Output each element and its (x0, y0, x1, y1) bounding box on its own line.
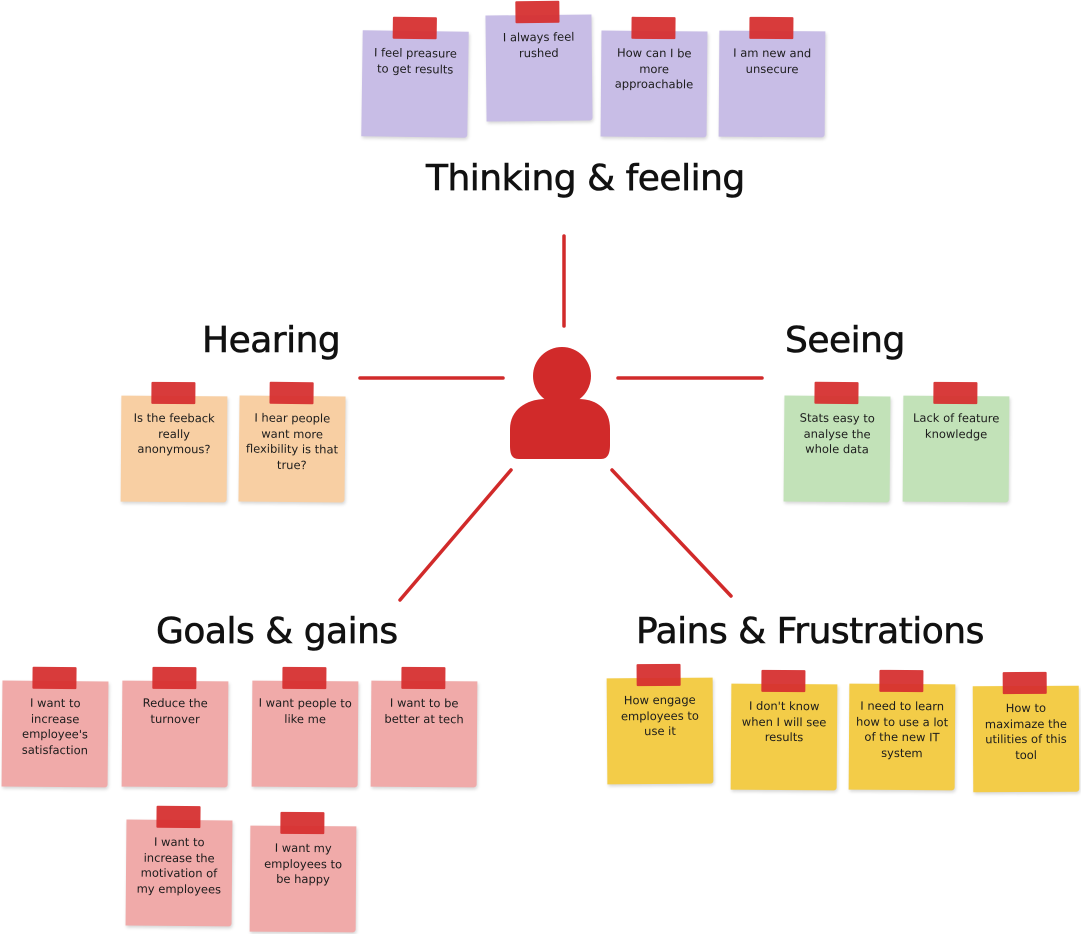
tape (814, 381, 859, 405)
tape (401, 666, 446, 690)
sticky-note-seeing-2[interactable]: Lack of feature knowledge (902, 381, 1010, 503)
heading-hearing: Hearing (202, 320, 341, 362)
tape (280, 811, 325, 835)
heading-pains-frustrations: Pains & Frustrations (636, 611, 985, 653)
tape (515, 0, 560, 24)
sticky-note-pains-4[interactable]: How to maximaze the utilities of this to… (972, 671, 1080, 793)
user-icon (510, 347, 610, 459)
sticky-note-pains-3[interactable]: I need to learn how to use a lot of the … (848, 669, 956, 791)
tape (269, 381, 314, 405)
note-text: I want my employees to be happy (264, 840, 343, 887)
sticky-note-goals-2[interactable]: Reduce the turnover (121, 666, 229, 788)
tape (933, 381, 978, 405)
sticky-note-hearing-2[interactable]: I hear people want more flexibility is t… (238, 381, 346, 503)
tape (32, 666, 77, 690)
sticky-note-pains-2[interactable]: I don't know when I will see results (730, 669, 838, 791)
tape (636, 663, 681, 687)
sticky-note-goals-4[interactable]: I want to be better at tech (370, 666, 478, 788)
note-text: I always feel rushed (502, 29, 575, 60)
note-text: I want to increase the motivation of my … (136, 834, 222, 896)
note-text: Lack of feature knowledge (912, 410, 1000, 441)
tape (879, 669, 924, 693)
connector-goals (398, 468, 513, 602)
note-text: How engage employees to use it (620, 692, 699, 739)
note-text: Reduce the turnover (142, 695, 208, 726)
heading-goals-gains: Goals & gains (156, 611, 399, 653)
tape (392, 16, 437, 40)
tape (152, 666, 197, 690)
note-text: I need to learn how to use a lot of the … (856, 698, 949, 760)
note-text: I want people to like me (258, 695, 352, 726)
sticky-note-goals-5[interactable]: I want to increase the motivation of my … (125, 805, 233, 927)
note-text: Is the feeback really anonymous? (133, 410, 215, 457)
note-text: I don't know when I will see results (741, 698, 827, 745)
sticky-note-hearing-1[interactable]: Is the feeback really anonymous? (120, 381, 228, 503)
heading-thinking-feeling: Thinking & feeling (426, 158, 746, 200)
heading-seeing: Seeing (785, 320, 906, 362)
note-text: I want to be better at tech (384, 695, 464, 726)
note-text: I want to increase employee's satisfacti… (21, 695, 89, 757)
sticky-note-pains-1[interactable]: How engage employees to use it (606, 663, 714, 785)
note-text: I am new and unsecure (733, 45, 812, 76)
tape (1002, 671, 1047, 695)
tape (156, 805, 201, 829)
note-text: How can I be more approachable (614, 45, 694, 92)
tape (631, 16, 676, 40)
note-text: How to maximaze the utilities of this to… (984, 700, 1068, 762)
note-text: I hear people want more flexibility is t… (245, 410, 339, 472)
sticky-note-thinking-2[interactable]: I always feel rushed (485, 0, 593, 122)
sticky-note-thinking-4[interactable]: I am new and unsecure (718, 16, 826, 138)
sticky-note-goals-6[interactable]: I want my employees to be happy (249, 811, 357, 933)
tape (282, 666, 327, 690)
sticky-note-goals-3[interactable]: I want people to like me (251, 666, 359, 788)
tape (761, 669, 806, 693)
sticky-note-thinking-1[interactable]: I feel preasure to get results (361, 16, 469, 138)
sticky-note-thinking-3[interactable]: How can I be more approachable (600, 16, 708, 138)
sticky-note-seeing-1[interactable]: Stats easy to analyse the whole data (783, 381, 891, 503)
connector-pains (610, 468, 733, 598)
tape (749, 16, 794, 40)
note-text: Stats easy to analyse the whole data (799, 410, 875, 457)
sticky-note-goals-1[interactable]: I want to increase employee's satisfacti… (1, 666, 109, 788)
tape (151, 381, 196, 405)
note-text: I feel preasure to get results (373, 45, 457, 77)
